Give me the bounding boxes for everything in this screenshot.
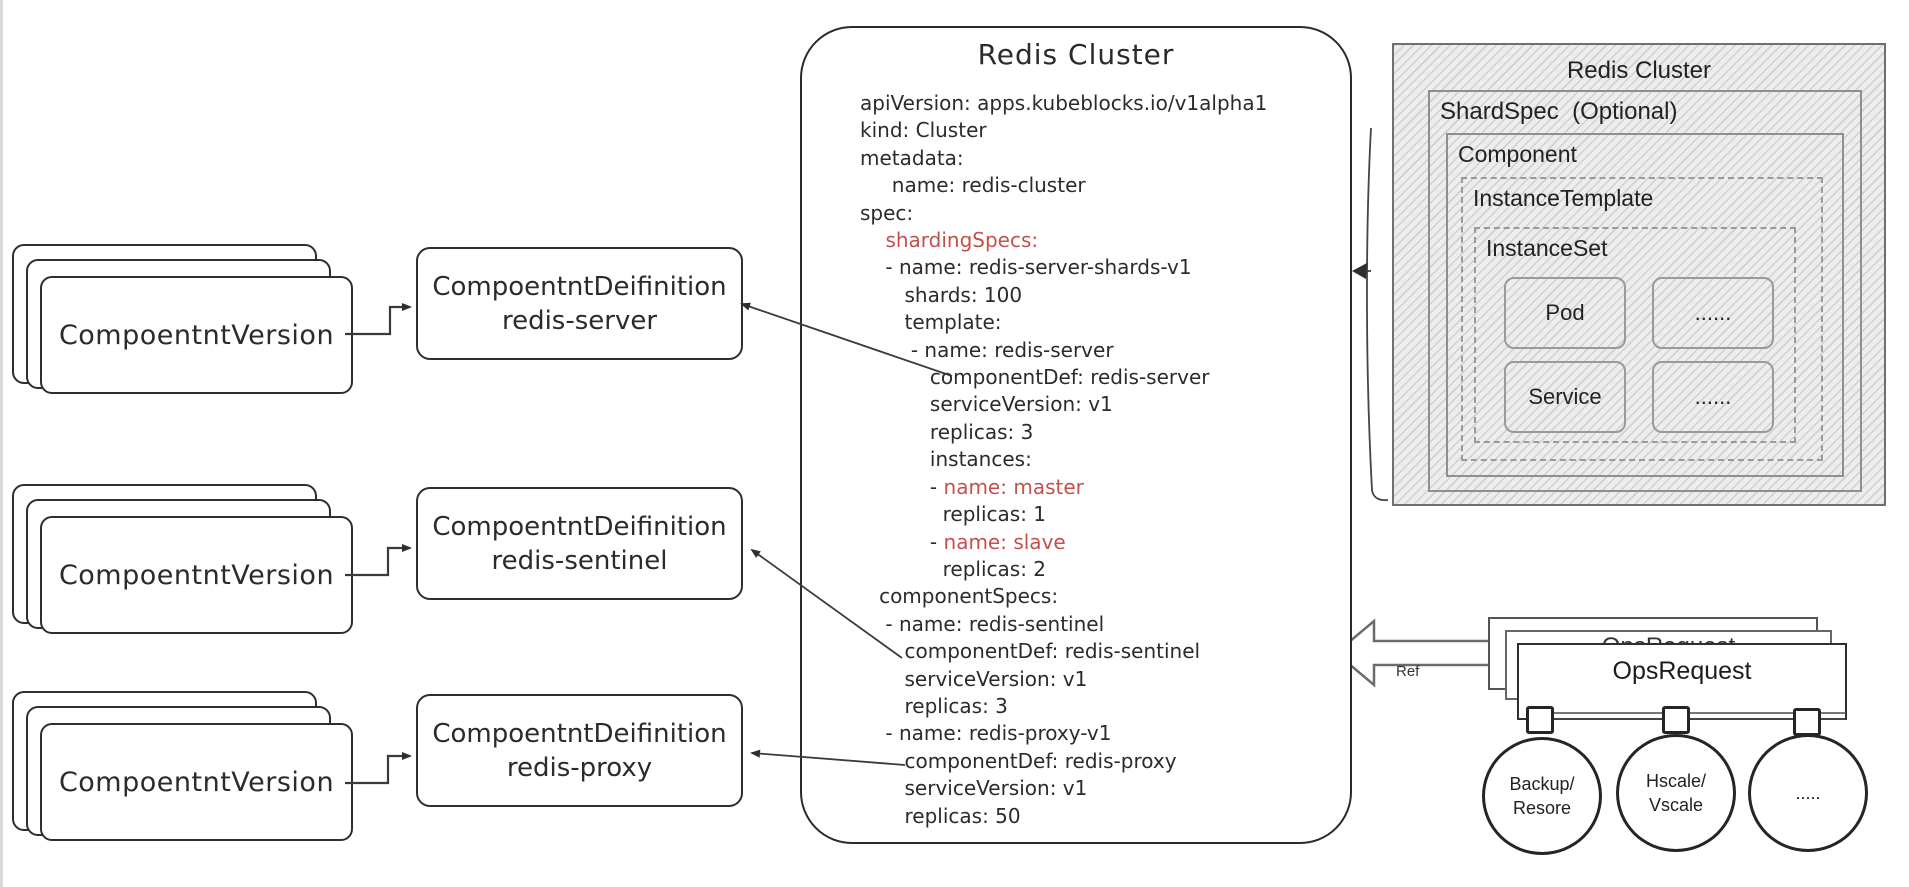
definition-subtitle: redis-sentinel [491,545,668,576]
component-version-stack-2: CompoentntVersion [8,484,358,636]
ellipsis-cell-label: ...... [1694,300,1732,325]
yaml-line: name: redis-cluster [860,173,1086,198]
instance-diagram-title: Redis Cluster [1566,57,1712,84]
component-version-card: CompoentntVersion [40,723,353,841]
redis-cluster-yaml-box: Redis Cluster apiVersion: apps.kubeblock… [800,26,1352,844]
yaml-line: - name: slave [860,529,1066,554]
definition-title: CompoentntDeifinition [432,511,727,542]
yaml-line: shards: 100 [860,282,1023,307]
definition-title: CompoentntDeifinition [432,271,727,302]
yaml-line: apiVersion: apps.kubeblocks.io/v1alpha1 [860,91,1268,115]
instance-diagram-connector-line [1366,127,1389,502]
yaml-line: componentDef: redis-proxy [860,748,1177,773]
ops-connector-square-1 [1526,706,1554,734]
yaml-line: metadata: [860,145,964,170]
component-version-card: CompoentntVersion [40,276,353,394]
component-version-stack-1: CompoentntVersion [8,244,358,396]
yaml-line: replicas: 50 [860,803,1021,828]
ellipsis-circle: ..... [1748,734,1868,852]
instance-template-box: InstanceTemplate InstanceSet Pod ...... … [1461,177,1823,461]
instance-diagram-arrowhead [1352,263,1367,279]
definition-subtitle: redis-server [501,305,658,336]
instance-set-label: InstanceSet [1486,235,1608,261]
ellipsis-cell-1: ...... [1652,277,1774,349]
yaml-line: replicas: 3 [860,419,1034,444]
service-cell-label: Service [1528,384,1602,409]
yaml-line: serviceVersion: v1 [860,666,1088,691]
yaml-line: - name: redis-sentinel [860,611,1105,636]
ref-arrow-label: Ref [1396,663,1420,680]
service-cell: Service [1504,361,1626,433]
ops-request-label: OpsRequest [1612,657,1752,685]
yaml-line: instances: [860,447,1032,472]
hscale-vscale-circle: Hscale/ Vscale [1616,734,1736,852]
yaml-line: componentDef: redis-server [860,365,1210,390]
canvas-left-edge [0,0,3,887]
shardspec-box: ShardSpec (Optional) Component InstanceT… [1428,90,1862,492]
yaml-lines: apiVersion: apps.kubeblocks.io/v1alpha1 k… [860,90,1267,830]
yaml-line: replicas: 1 [860,502,1047,527]
component-label: Component [1458,141,1577,167]
ellipsis-circle-label: ..... [1795,783,1821,803]
definition-title: CompoentntDeifinition [432,718,727,749]
backup-restore-label: Backup/ Resore [1509,774,1575,818]
pod-cell: Pod [1504,277,1626,349]
yaml-line: - name: redis-server-shards-v1 [860,255,1192,280]
component-definition-box-redis-server: CompoentntDeifinition redis-server [416,247,743,360]
yaml-line: - name: redis-server [860,337,1114,362]
component-version-label: CompoentntVersion [58,559,335,591]
yaml-line: kind: Cluster [860,118,987,143]
component-version-stack-3: CompoentntVersion [8,691,358,843]
yaml-line: replicas: 3 [860,693,1008,718]
component-version-card: CompoentntVersion [40,516,353,634]
yaml-line: template: [860,310,1002,335]
ellipsis-cell-label: ...... [1694,384,1732,409]
yaml-line: - name: redis-proxy-v1 [860,721,1112,746]
instance-set-box: InstanceSet Pod ...... Service ...... [1474,227,1796,443]
cluster-box-title: Redis Cluster [977,38,1175,71]
yaml-line: - name: master [860,474,1084,499]
yaml-line: replicas: 2 [860,556,1047,581]
yaml-line: componentDef: redis-sentinel [860,639,1201,664]
component-version-label: CompoentntVersion [58,319,335,351]
yaml-line: spec: [860,200,914,225]
component-version-label: CompoentntVersion [58,766,335,798]
yaml-line: componentSpecs: [860,584,1059,609]
instance-template-label: InstanceTemplate [1473,185,1654,211]
backup-restore-circle: Backup/ Resore [1482,737,1602,855]
yaml-line: serviceVersion: v1 [860,776,1088,801]
ops-connector-square-3 [1793,708,1821,736]
component-definition-box-redis-proxy: CompoentntDeifinition redis-proxy [416,694,743,807]
component-definition-box-redis-sentinel: CompoentntDeifinition redis-sentinel [416,487,743,600]
ellipsis-cell-2: ...... [1652,361,1774,433]
hscale-vscale-label: Hscale/ Vscale [1645,771,1707,815]
yaml-line: shardingSpecs: [885,228,1039,253]
pod-cell-label: Pod [1545,300,1585,325]
ops-connector-square-2 [1662,706,1690,734]
shardspec-label: ShardSpec (Optional) [1440,98,1678,125]
definition-subtitle: redis-proxy [506,752,653,783]
yaml-line: serviceVersion: v1 [860,392,1113,417]
component-box: Component InstanceTemplate InstanceSet P… [1446,133,1844,477]
redis-cluster-instance-diagram: Redis Cluster ShardSpec (Optional) Compo… [1392,43,1886,506]
